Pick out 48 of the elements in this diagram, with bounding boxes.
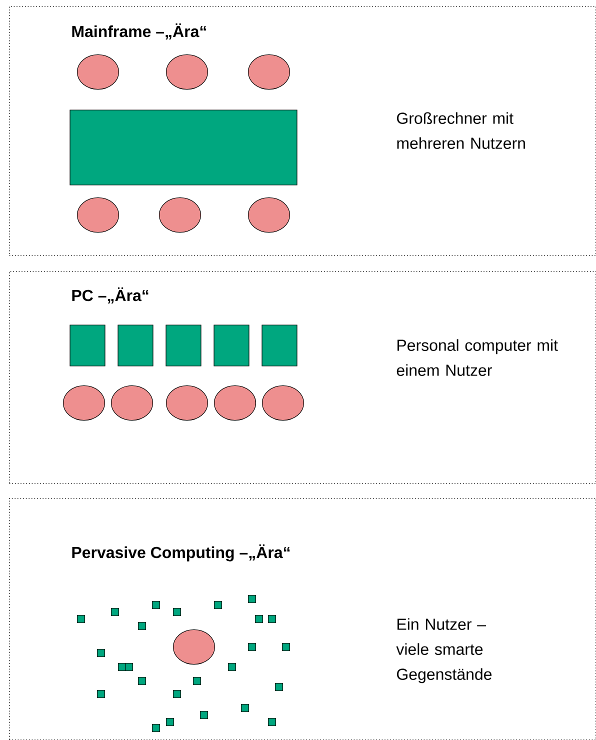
computer-box: [152, 724, 160, 732]
computer-box: [240, 704, 250, 712]
user-ellipse: [158, 197, 202, 233]
user-ellipse: [110, 385, 154, 421]
computer-box: [124, 662, 134, 672]
computer-box: [262, 324, 298, 366]
user-ellipse: [248, 197, 290, 233]
computer-box: [172, 690, 182, 698]
computer-box: [70, 110, 298, 186]
description-text: Ein Nutzer – viele smarte Gegenstände: [396, 618, 492, 684]
panel-heading: Pervasive Computing –„Ära“: [72, 544, 290, 562]
computer-box: [76, 614, 86, 624]
user-ellipse: [172, 629, 216, 665]
user-ellipse: [248, 54, 290, 90]
user-ellipse: [166, 54, 208, 90]
computer-box: [200, 710, 208, 720]
computer-box: [152, 600, 160, 610]
computer-box: [268, 718, 276, 726]
computer-box: [138, 622, 146, 630]
user-ellipse: [62, 385, 106, 421]
computer-box: [248, 642, 256, 652]
computer-box: [110, 608, 120, 616]
description-text: Großrechner mit mehreren Nutzern: [397, 112, 525, 149]
computer-box: [214, 324, 250, 366]
user-ellipse: [166, 385, 208, 421]
computer-box: [166, 718, 174, 726]
computer-box: [118, 324, 154, 366]
user-ellipse: [214, 385, 256, 421]
computer-box: [248, 594, 256, 604]
computer-box: [268, 614, 276, 624]
computer-box: [192, 676, 202, 686]
user-ellipse: [76, 197, 120, 233]
computer-box: [96, 690, 106, 698]
panel-heading: PC –„Ära“: [72, 287, 148, 304]
computer-box: [274, 682, 284, 692]
computer-box: [228, 662, 236, 672]
description-text: Personal computer mit einem Nutzer: [396, 339, 558, 376]
computer-box: [254, 614, 264, 624]
computer-box: [172, 608, 182, 616]
panel-heading: Mainframe –„Ära“: [72, 23, 206, 40]
computer-box: [96, 648, 106, 658]
user-ellipse: [262, 385, 304, 421]
computer-box: [282, 642, 290, 652]
computer-box: [138, 676, 146, 686]
computer-box: [70, 324, 106, 366]
computer-box: [214, 600, 222, 610]
user-ellipse: [76, 54, 120, 90]
computer-box: [166, 324, 202, 366]
